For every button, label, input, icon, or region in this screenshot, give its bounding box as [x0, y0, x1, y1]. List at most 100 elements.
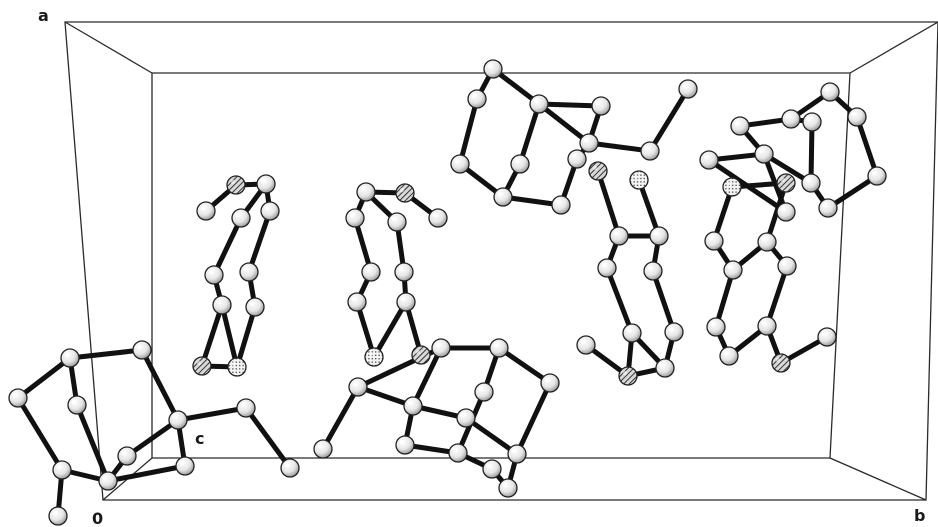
- carbon-atom: [245, 297, 265, 317]
- carbon-atom: [60, 348, 80, 368]
- molecule-ring-left-bond: [234, 304, 258, 370]
- molecule-adamantane-center-bond: [320, 384, 361, 452]
- carbon-atom: [609, 226, 629, 246]
- molecule-ring-right-b-bond: [713, 267, 736, 330]
- molecule-adamantane-left-bond: [74, 402, 111, 484]
- carbon-atom: [820, 82, 840, 102]
- carbon-atom: [493, 187, 513, 207]
- carbon-atom: [236, 398, 256, 418]
- carbon-atom: [204, 265, 224, 285]
- carbon-atom: [456, 408, 476, 428]
- molecule-adamantane-right-bond: [825, 173, 880, 211]
- molecule-adamantane-top-bond: [457, 96, 480, 167]
- molecule-adamantane-left-bond: [105, 463, 188, 484]
- carbon-atom: [348, 377, 368, 397]
- carbon-atom: [52, 460, 72, 480]
- carbon-atom: [579, 133, 599, 153]
- molecule-adamantane-left-bond: [15, 355, 73, 401]
- carbon-atom: [640, 141, 660, 161]
- carbon-atom: [699, 150, 719, 170]
- carbon-atom: [212, 295, 232, 315]
- carbon-atom: [256, 174, 276, 194]
- carbon-atom: [361, 262, 381, 282]
- molecule-ring-left-bond: [219, 302, 240, 370]
- carbon-atom: [467, 89, 487, 109]
- axis-label-b: b: [914, 506, 925, 525]
- molecule-adamantane-center-bond: [355, 384, 416, 409]
- carbon-atom: [576, 335, 596, 355]
- carbon-atom: [643, 261, 663, 281]
- molecule-adamantane-left-bond: [15, 395, 65, 473]
- carbon-atom: [529, 94, 549, 114]
- molecule-adamantane-center-bond: [514, 380, 553, 457]
- carbon-atom: [622, 323, 642, 343]
- carbon-atom: [428, 208, 448, 228]
- carbon-atom: [347, 292, 367, 312]
- carbon-atom: [98, 471, 118, 491]
- molecule-adamantane-center-bond: [463, 415, 520, 457]
- carbon-atom: [664, 322, 684, 342]
- carbon-atom: [67, 395, 87, 415]
- carbon-atom: [567, 149, 587, 169]
- molecule-adamantane-right-bond: [808, 119, 815, 186]
- molecule-adamantane-left-bond: [175, 405, 249, 423]
- molecule-adamantane-top-bond: [586, 140, 653, 154]
- molecule-ring-right-a-bond: [636, 177, 662, 239]
- molecule-adamantane-left-bond: [139, 347, 181, 423]
- carbon-atom: [597, 258, 617, 278]
- molecule-adamantane-right-bond: [854, 114, 880, 179]
- molecule-adamantane-left-bond: [124, 417, 181, 459]
- carbon-atom: [356, 182, 376, 202]
- oxygen-atom: [395, 183, 415, 203]
- molecule-adamantane-center-bond: [410, 345, 444, 409]
- bonds-layer: [15, 66, 880, 519]
- molecule-ring-left-bond: [246, 208, 273, 275]
- carbon-atom: [231, 208, 251, 228]
- molecule-adamantane-top-bond: [536, 101, 592, 146]
- oxygen-atom: [776, 173, 796, 193]
- carbon-atom: [655, 358, 675, 378]
- carbon-atom: [730, 116, 750, 136]
- carbon-atom: [387, 212, 407, 232]
- carbon-atom: [507, 444, 527, 464]
- carbon-atom: [551, 195, 571, 215]
- carbon-atom: [776, 202, 796, 222]
- carbon-atom: [483, 59, 503, 79]
- carbon-atom: [448, 443, 468, 463]
- carbon-atom: [196, 201, 216, 221]
- molecule-adamantane-left-bond: [243, 405, 293, 471]
- carbon-atom: [706, 317, 726, 337]
- axis-label-origin: 0: [92, 509, 103, 527]
- carbon-atom: [48, 506, 68, 526]
- nitrogen-atom: [722, 177, 742, 197]
- carbon-atom: [754, 144, 774, 164]
- carbon-atom: [117, 446, 137, 466]
- carbon-atom: [498, 478, 518, 498]
- carbon-atom: [678, 79, 698, 99]
- carbon-atom: [345, 208, 365, 228]
- atoms-layer: [8, 59, 887, 526]
- oxygen-atom: [226, 175, 246, 195]
- carbon-atom: [847, 107, 867, 127]
- molecule-adamantane-top-bond: [536, 101, 604, 109]
- molecule-ring-right-a-bond: [604, 265, 635, 336]
- carbon-atom: [818, 198, 838, 218]
- carbon-atom: [474, 382, 494, 402]
- molecule-adamantane-top-bond: [517, 101, 542, 167]
- carbon-atom: [649, 226, 669, 246]
- axis-label-c: c: [195, 429, 204, 448]
- carbon-atom: [168, 410, 188, 430]
- carbon-atom: [510, 154, 530, 174]
- molecule-adamantane-center-bond: [496, 345, 553, 386]
- oxygen-atom: [411, 345, 431, 365]
- carbon-atom: [482, 459, 502, 479]
- molecule-ring-right-a-bond: [650, 268, 677, 335]
- carbon-atom: [867, 166, 887, 186]
- carbon-atom: [777, 256, 797, 276]
- nitrogen-atom: [364, 347, 384, 367]
- carbon-atom: [704, 231, 724, 251]
- oxygen-atom: [192, 356, 212, 376]
- carbon-atom: [781, 109, 801, 129]
- carbon-atom: [757, 232, 777, 252]
